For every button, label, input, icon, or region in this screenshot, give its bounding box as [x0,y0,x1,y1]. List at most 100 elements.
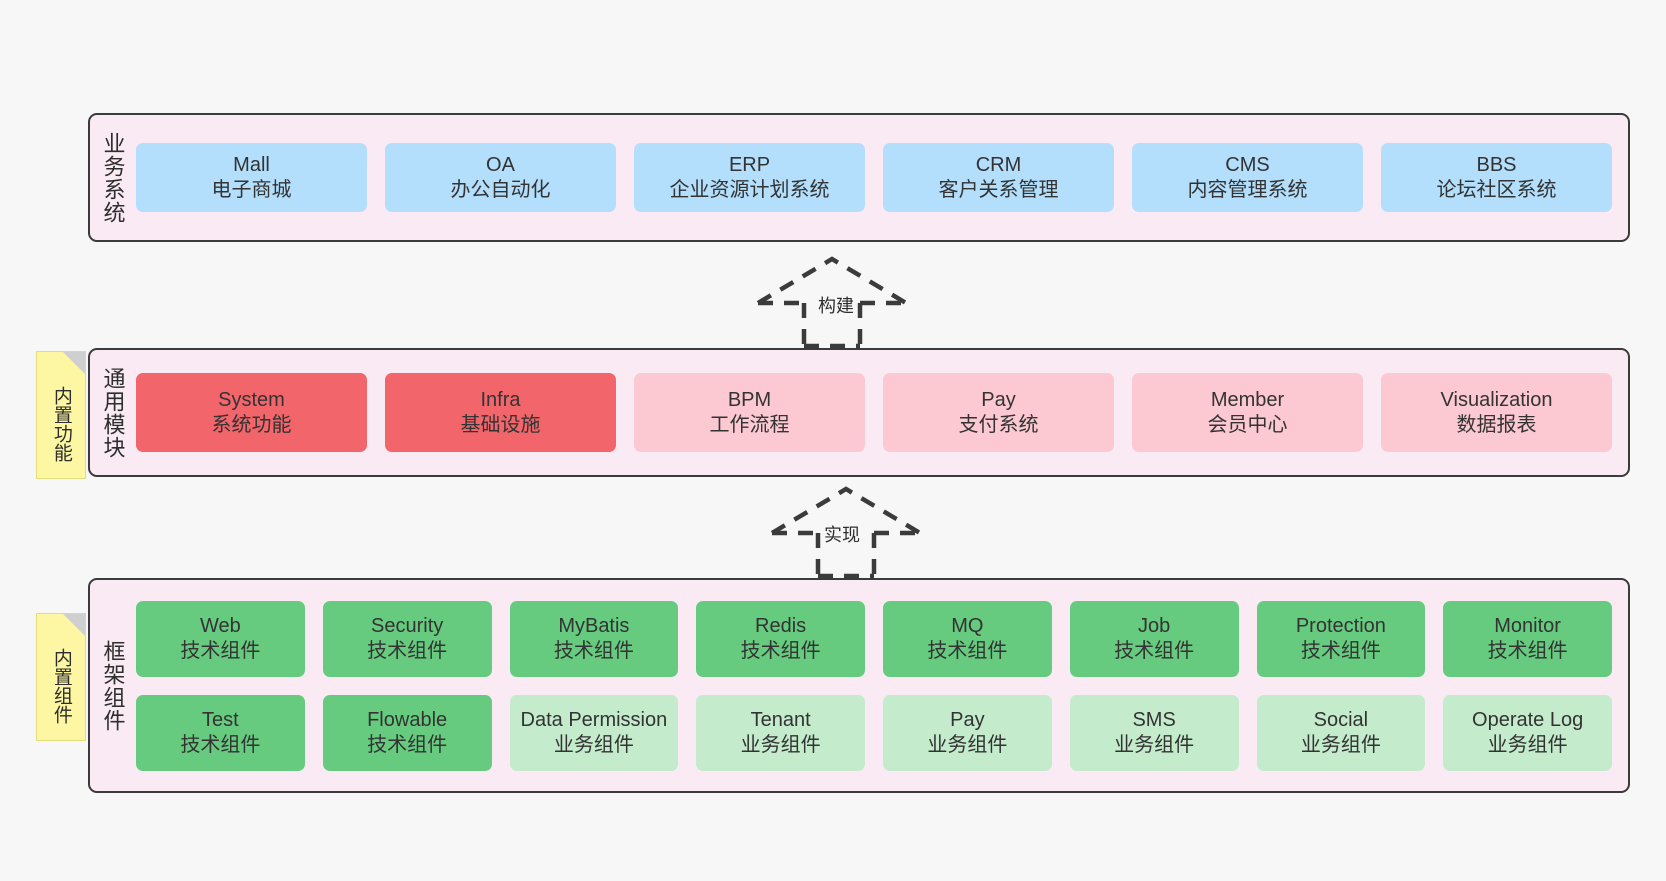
node-test-title: Test [202,709,239,732]
framework-business-row: Test 技术组件 Flowable 技术组件 Data Permission … [136,694,1612,771]
layer-common-modules-body: System 系统功能 Infra 基础设施 BPM 工作流程 Pay 支付系统… [134,350,1628,475]
node-crm[interactable]: CRM 客户关系管理 [883,143,1114,212]
node-flowable-subtitle: 技术组件 [367,733,448,756]
node-test[interactable]: Test 技术组件 [136,694,305,771]
node-redis[interactable]: Redis 技术组件 [696,600,865,677]
node-system-title: System [218,389,285,412]
node-security[interactable]: Security 技术组件 [322,600,492,677]
layer-framework-components-label: 框架组件 [100,639,126,732]
node-erp-subtitle: 企业资源计划系统 [669,178,830,201]
connector-build-label: 构建 [818,296,854,316]
node-data-permission[interactable]: Data Permission 业务组件 [509,694,679,771]
node-monitor-title: Monitor [1494,615,1561,638]
node-mybatis-title: MyBatis [558,615,630,638]
node-crm-subtitle: 客户关系管理 [938,178,1059,201]
node-erp-title: ERP [728,154,771,177]
node-erp[interactable]: ERP 企业资源计划系统 [634,143,865,212]
node-cms-title: CMS [1225,154,1270,177]
node-monitor[interactable]: Monitor 技术组件 [1443,600,1612,677]
node-mq[interactable]: MQ 技术组件 [883,600,1052,677]
node-infra[interactable]: Infra 基础设施 [385,373,616,452]
node-system[interactable]: System 系统功能 [136,373,367,452]
node-pay-component-subtitle: 业务组件 [927,733,1008,756]
node-security-title: Security [371,615,444,638]
node-visualization-title: Visualization [1440,389,1553,412]
connector-implement-label: 实现 [824,525,860,545]
node-cms[interactable]: CMS 内容管理系统 [1132,143,1363,212]
note-builtin-features-label: 内置功能 [50,386,72,462]
node-job-title: Job [1138,615,1171,638]
node-crm-title: CRM [975,154,1022,177]
node-visualization[interactable]: Visualization 数据报表 [1381,373,1612,452]
node-oa[interactable]: OA 办公自动化 [385,143,616,212]
node-oa-title: OA [486,154,515,177]
node-bbs[interactable]: BBS 论坛社区系统 [1381,143,1612,212]
node-social[interactable]: Social 业务组件 [1256,694,1426,771]
node-infra-subtitle: 基础设施 [460,413,541,436]
node-oa-subtitle: 办公自动化 [450,178,551,201]
node-web-title: Web [199,615,241,638]
node-mybatis[interactable]: MyBatis 技术组件 [509,600,679,677]
node-sms[interactable]: SMS 业务组件 [1069,694,1239,771]
common-modules-row: System 系统功能 Infra 基础设施 BPM 工作流程 Pay 支付系统… [136,373,1612,452]
node-system-subtitle: 系统功能 [211,413,292,436]
node-sms-title: SMS [1132,709,1176,732]
node-test-subtitle: 技术组件 [180,733,261,756]
framework-tech-row: Web 技术组件 Security 技术组件 MyBatis 技术组件 Redi… [136,600,1612,677]
node-data-permission-subtitle: 业务组件 [553,733,634,756]
node-pay-module-title: Pay [981,389,1016,412]
layer-common-modules-label: 通用模块 [100,366,126,459]
node-data-permission-title: Data Permission [520,709,668,732]
node-pay-component-title: Pay [950,709,985,732]
node-monitor-subtitle: 技术组件 [1487,639,1568,662]
node-protection[interactable]: Protection 技术组件 [1256,600,1426,677]
node-security-subtitle: 技术组件 [367,639,448,662]
business-systems-row: Mall 电子商城 OA 办公自动化 ERP 企业资源计划系统 CRM 客户关系… [136,143,1612,212]
note-builtin-components: 内置组件 [36,613,86,741]
node-member[interactable]: Member 会员中心 [1132,373,1363,452]
node-operate-log-subtitle: 业务组件 [1487,733,1568,756]
node-bpm-subtitle: 工作流程 [709,413,790,436]
node-pay-module-subtitle: 支付系统 [958,413,1039,436]
node-pay-module[interactable]: Pay 支付系统 [883,373,1114,452]
node-social-subtitle: 业务组件 [1300,733,1381,756]
node-protection-subtitle: 技术组件 [1300,639,1381,662]
node-flowable-title: Flowable [367,709,448,732]
node-mall-title: Mall [233,154,270,177]
node-mall-subtitle: 电子商城 [211,178,292,201]
node-operate-log[interactable]: Operate Log 业务组件 [1443,694,1612,771]
connector-build [752,253,912,349]
node-flowable[interactable]: Flowable 技术组件 [322,694,492,771]
node-social-title: Social [1313,709,1369,732]
node-bpm[interactable]: BPM 工作流程 [634,373,865,452]
node-visualization-subtitle: 数据报表 [1456,413,1537,436]
node-bbs-title: BBS [1476,154,1517,177]
layer-framework-components: 框架组件 Web 技术组件 Security 技术组件 MyBatis 技术组件… [88,578,1630,793]
note-builtin-features: 内置功能 [36,351,86,479]
node-job-subtitle: 技术组件 [1114,639,1195,662]
layer-business-systems: 业务系统 Mall 电子商城 OA 办公自动化 ERP 企业资源计划系统 CRM… [88,113,1630,242]
node-tenant-subtitle: 业务组件 [740,733,821,756]
note-fold-icon [63,352,85,374]
node-tenant-title: Tenant [750,709,811,732]
note-fold-icon [63,614,85,636]
node-bpm-title: BPM [727,389,772,412]
layer-common-modules: 通用模块 System 系统功能 Infra 基础设施 BPM 工作流程 Pay… [88,348,1630,477]
node-operate-log-title: Operate Log [1472,709,1584,732]
node-pay-component[interactable]: Pay 业务组件 [883,694,1052,771]
node-infra-title: Infra [480,389,521,412]
node-mq-subtitle: 技术组件 [927,639,1008,662]
note-builtin-components-label: 内置组件 [50,648,72,724]
node-member-subtitle: 会员中心 [1207,413,1288,436]
node-cms-subtitle: 内容管理系统 [1187,178,1308,201]
node-mq-title: MQ [951,615,984,638]
node-member-title: Member [1210,389,1285,412]
node-mybatis-subtitle: 技术组件 [553,639,634,662]
node-job[interactable]: Job 技术组件 [1069,600,1239,677]
node-tenant[interactable]: Tenant 业务组件 [696,694,865,771]
layer-business-systems-label: 业务系统 [100,131,126,224]
node-sms-subtitle: 业务组件 [1114,733,1195,756]
node-web[interactable]: Web 技术组件 [136,600,305,677]
node-mall[interactable]: Mall 电子商城 [136,143,367,212]
